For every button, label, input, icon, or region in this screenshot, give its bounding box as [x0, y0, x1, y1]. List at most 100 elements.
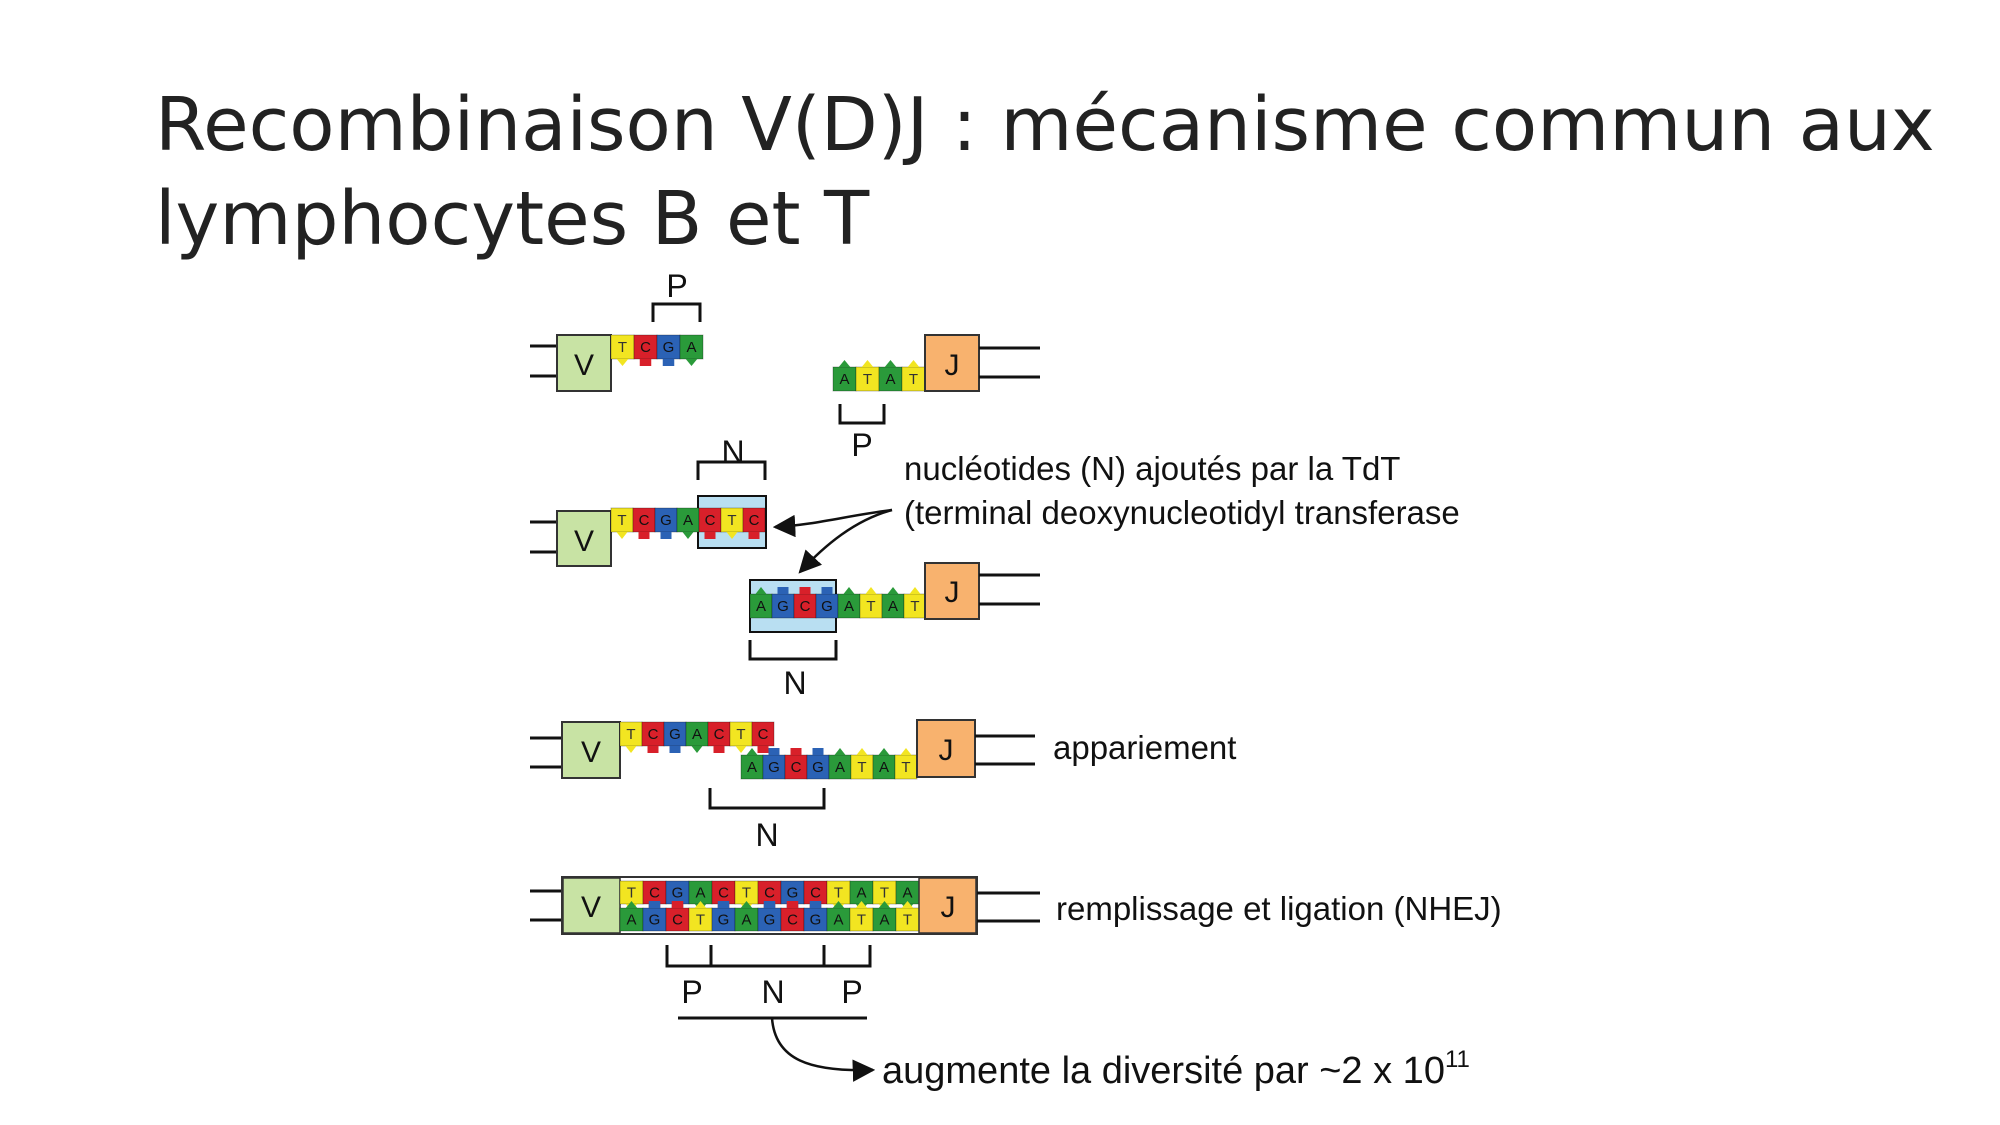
nucleotide-letter: C: [640, 339, 651, 356]
nucleotide-letter: T: [742, 885, 751, 902]
nucleotide-tooth: [812, 748, 824, 755]
n-bracket-row3: N: [708, 788, 826, 853]
nucleotide-letter: T: [901, 759, 910, 776]
ligation-label: remplissage et ligation (NHEJ): [1056, 890, 1502, 927]
n-label: N: [755, 817, 778, 853]
nucleotide-letter: T: [866, 598, 875, 615]
n-bracket-row2: N: [696, 434, 767, 480]
nucleotide-tooth: [855, 901, 868, 908]
v-segment-label: V: [574, 349, 594, 382]
nucleotide-letter: A: [686, 339, 696, 356]
nucleotide-tooth: [856, 748, 868, 755]
nucleotide-letter: A: [844, 598, 854, 615]
nucleotide-tooth: [691, 746, 703, 753]
nucleotide-tooth: [639, 359, 652, 366]
nucleotide-letter: A: [879, 759, 889, 776]
nucleotide-letter: G: [660, 512, 672, 529]
nucleotide-letter: A: [839, 371, 849, 388]
nucleotide-letter: T: [903, 912, 912, 929]
n-label: N: [721, 434, 744, 470]
nucleotide-tooth: [717, 901, 730, 908]
nucleotide-tooth: [735, 746, 747, 753]
nucleotide-letter: G: [718, 912, 730, 929]
nucleotide-tooth: [757, 746, 769, 753]
nucleotide-letter: T: [834, 885, 843, 902]
nucleotide-tooth: [685, 359, 698, 366]
nucleotide-letter: C: [672, 912, 683, 929]
nucleotide-letter: C: [758, 726, 769, 743]
nucleotide-tooth: [748, 532, 760, 539]
nucleotide-tooth: [662, 359, 675, 366]
diversity-exponent: 11: [1445, 1046, 1470, 1073]
nucleotide-tooth: [878, 901, 891, 908]
nucleotide-tooth: [647, 746, 659, 753]
v-segment-box: [562, 877, 621, 934]
nucleotide-tooth: [834, 748, 846, 755]
nucleotide-tooth: [838, 360, 851, 367]
nucleotide-tooth: [884, 360, 897, 367]
nucleotide-letter: A: [626, 912, 636, 929]
nucleotide-letter: T: [910, 598, 919, 615]
nucleotide-letter: C: [639, 512, 650, 529]
nucleotide-tooth: [694, 901, 707, 908]
nucleotide-tooth: [786, 901, 799, 908]
tdt-arrow-to-v: [772, 508, 893, 538]
nucleotide-letter: A: [888, 598, 898, 615]
nucleotide-tooth: [616, 359, 629, 366]
nucleotide-tooth: [777, 587, 789, 594]
nucleotide-letter: A: [835, 759, 845, 776]
nucleotide-letter: G: [768, 759, 780, 776]
nucleotide-letter: G: [810, 912, 822, 929]
nucleotide-tooth: [887, 587, 899, 594]
nucleotide-tooth: [907, 360, 920, 367]
nucleotide-letter: C: [714, 726, 725, 743]
nucleotide-letter: G: [787, 885, 799, 902]
nucleotide-letter: C: [648, 726, 659, 743]
nucleotide-letter: A: [741, 912, 751, 929]
n-label: N: [783, 665, 806, 701]
nucleotide-tooth: [900, 748, 912, 755]
nucleotide-letter: T: [857, 912, 866, 929]
p-label: P: [666, 268, 687, 304]
nucleotide-letter: G: [821, 598, 833, 615]
j-segment-box: [918, 877, 977, 934]
j-segment-label: J: [945, 349, 960, 382]
nucleotide-tooth: [682, 532, 694, 539]
nucleotide-letter: A: [902, 885, 912, 902]
nucleotide-tooth: [616, 532, 628, 539]
nucleotide-letter: T: [618, 339, 627, 356]
nucleotide-tooth: [901, 901, 914, 908]
nucleotide-tooth: [799, 587, 811, 594]
nucleotide-letter: A: [833, 912, 843, 929]
ligated-frame: [561, 876, 978, 935]
nucleotide-tooth: [638, 532, 650, 539]
nucleotide-letter: T: [880, 885, 889, 902]
n-label: N: [761, 974, 784, 1010]
v-segment-box: [561, 721, 621, 779]
v-segment-label: V: [581, 736, 601, 769]
nucleotide-letter: A: [695, 885, 705, 902]
j-segment-box: [924, 334, 980, 392]
nucleotide-letter: C: [749, 512, 760, 529]
nucleotide-letter: C: [764, 885, 775, 902]
nucleotide-letter: T: [736, 726, 745, 743]
nucleotide-letter: T: [626, 726, 635, 743]
v-segment-box: [556, 510, 612, 567]
nucleotide-letter: T: [617, 512, 626, 529]
nucleotide-letter: T: [696, 912, 705, 929]
nucleotide-tooth: [648, 901, 661, 908]
nucleotide-tooth: [790, 748, 802, 755]
slide-title: Recombinaison V(D)J : mécanisme commun a…: [155, 82, 1935, 262]
p-label: P: [851, 427, 872, 463]
nucleotide-letter: G: [663, 339, 675, 356]
j-segment-box: [916, 719, 976, 778]
nucleotide-tooth: [821, 587, 833, 594]
nucleotide-tooth: [740, 901, 753, 908]
nucleotide-letter: C: [718, 885, 729, 902]
